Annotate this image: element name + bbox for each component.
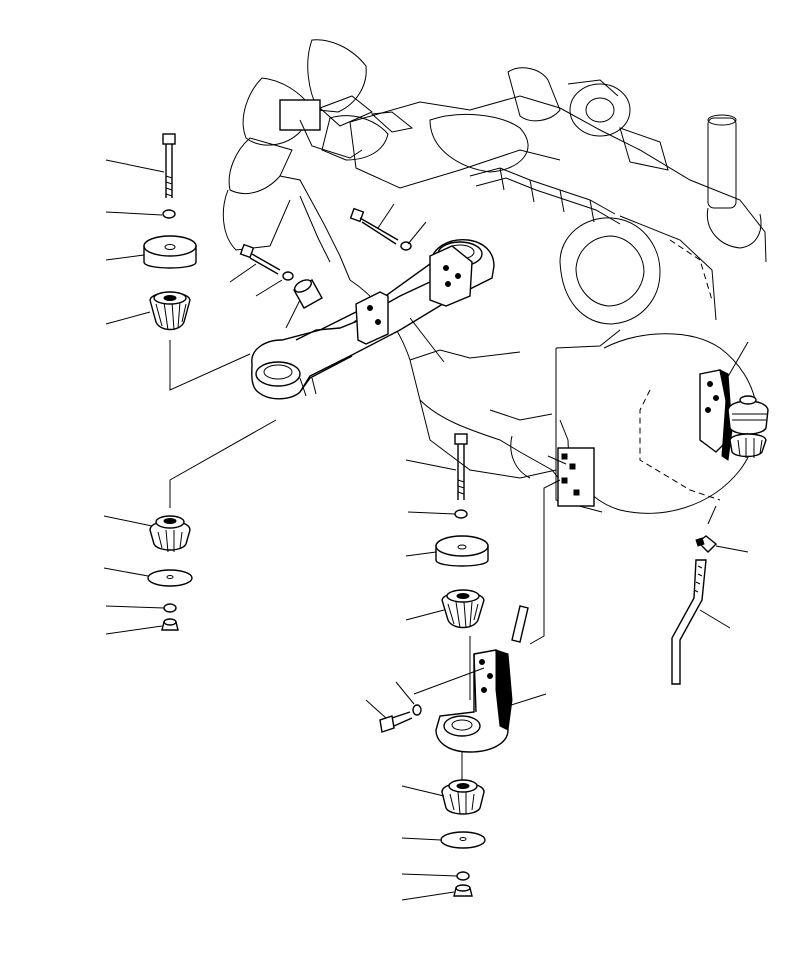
- bracket-washer-lower: [282, 271, 294, 281]
- rear-lower-nut: [453, 884, 473, 897]
- hose-clamp: [695, 535, 718, 553]
- bracket-bolt-upper: [349, 207, 399, 245]
- spacer-sleeve: [293, 279, 323, 309]
- rear-bracket-bolt: [379, 711, 413, 733]
- front-lower-washer: [163, 603, 177, 613]
- rear-rubber-cushion-lower: [441, 779, 485, 815]
- bracket-washer-upper: [400, 241, 412, 251]
- rear-dowel-pin: [511, 605, 529, 643]
- front-mount-top-cap: [143, 235, 197, 269]
- rear-mount-bracket: [435, 649, 513, 753]
- turbocharger: [507, 67, 669, 171]
- rear-mount-washer: [454, 509, 468, 519]
- rear-mount-bolt: [454, 433, 468, 500]
- bracket-bolt-lower: [239, 243, 281, 275]
- front-lower-plate: [147, 569, 193, 587]
- front-lower-nut: [161, 618, 179, 631]
- front-mount-bracket: [251, 239, 495, 400]
- rear-rubber-cushion-upper: [441, 589, 485, 629]
- rear-mount-top-cap: [435, 535, 489, 567]
- engine-block: [222, 39, 767, 514]
- front-mount-washer: [162, 209, 176, 219]
- front-mount-bolt: [162, 133, 176, 198]
- intake-pipe: [706, 114, 762, 249]
- flywheel-housing: [555, 215, 758, 514]
- side-mount-bracket-assembled: [699, 369, 769, 461]
- rear-lower-plate: [440, 831, 486, 849]
- front-rubber-cushion-lower: [149, 515, 191, 553]
- front-rubber-cushion-upper: [149, 291, 191, 331]
- drain-hose: [671, 559, 707, 685]
- cooling-fan: [228, 39, 389, 194]
- rear-lower-washer: [456, 871, 470, 881]
- callout-leaders: [103, 159, 749, 901]
- rear-bracket-washer: [412, 704, 422, 716]
